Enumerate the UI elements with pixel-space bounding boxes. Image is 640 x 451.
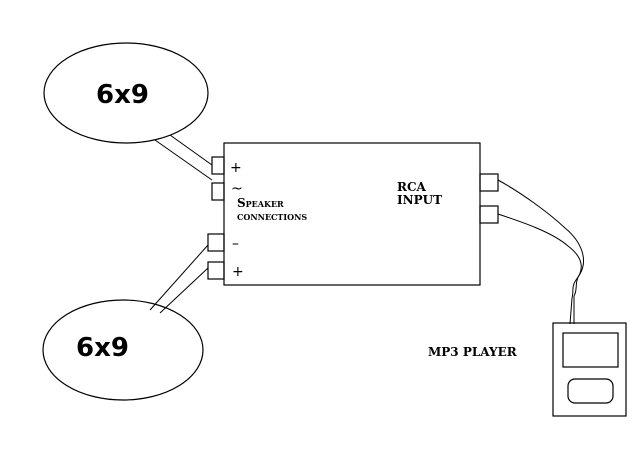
top-speaker-label: 6x9 [96,80,149,110]
bottom-speaker-wires [149,244,209,314]
top-speaker-wires [154,134,213,181]
speaker-connections-label-line1: Speaker [237,196,284,210]
terminal-mark-2: ~ [231,181,243,197]
bottom-speaker [42,299,204,401]
terminal-mark-1: + [230,160,242,176]
rca-cable [497,179,584,325]
speaker-connections-label-line2: connections [237,209,307,223]
rca-label-line2: INPUT [397,193,442,207]
speaker-terminal-3 [207,233,225,252]
mp3-player-button [567,378,614,404]
speaker-terminal-1 [211,156,225,175]
rca-jack-2 [479,205,499,224]
terminal-mark-3: – [232,236,239,252]
rca-jack-1 [479,173,499,192]
mp3-player-screen [562,332,619,368]
mp3-player-label: MP3 PLAYER [428,345,518,359]
terminal-mark-4: + [232,264,244,280]
mp3-player-body [552,322,627,417]
speaker-terminal-2 [211,182,225,201]
speaker-terminal-4 [207,261,225,280]
bottom-speaker-label: 6x9 [76,333,129,363]
top-speaker [43,42,209,144]
rca-label-line1: RCA [397,180,427,194]
